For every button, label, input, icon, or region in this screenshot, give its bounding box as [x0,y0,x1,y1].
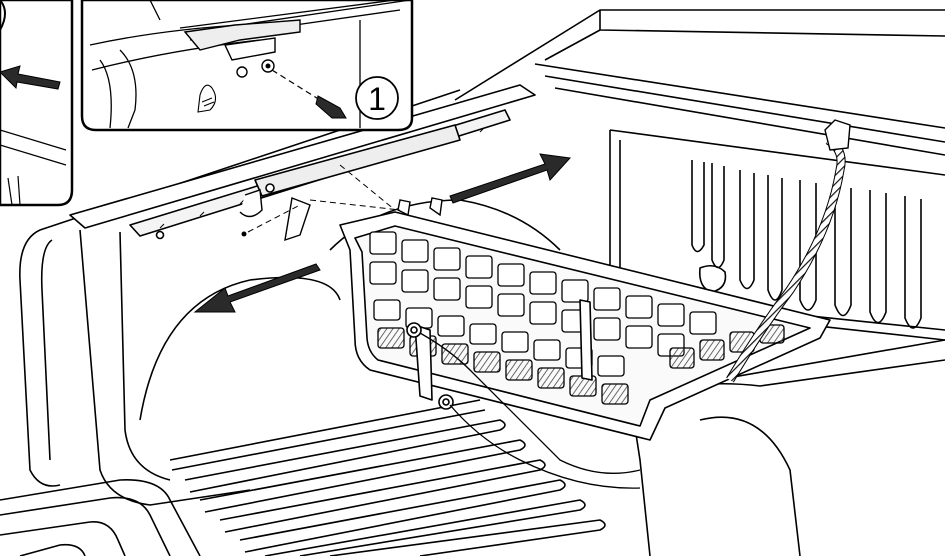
tensioner-cable [419,332,641,489]
rail-bracket [239,189,443,242]
divider-panel [339,211,831,441]
callout-number: 1 [368,81,386,117]
inset-arrow [0,65,61,90]
assembly-guide-lines [247,164,401,233]
movement-arrow [193,153,572,313]
bed-front-wall [609,129,945,300]
wheel-well-left [139,276,341,421]
tie-down-strap [726,119,851,383]
clamp-knob [406,322,454,410]
fastener-point [241,231,247,237]
detail-inset-clamp: 1 [80,0,414,132]
mounting-rail [69,84,536,240]
tailgate [0,479,201,556]
inset-small-arrow [315,95,347,119]
bed-floor-ribs [169,399,606,556]
bulkhead-ribs [691,160,922,329]
detail-inset-left [0,0,74,207]
callout-circle [355,76,399,120]
bed-side-rail-right [454,9,945,101]
